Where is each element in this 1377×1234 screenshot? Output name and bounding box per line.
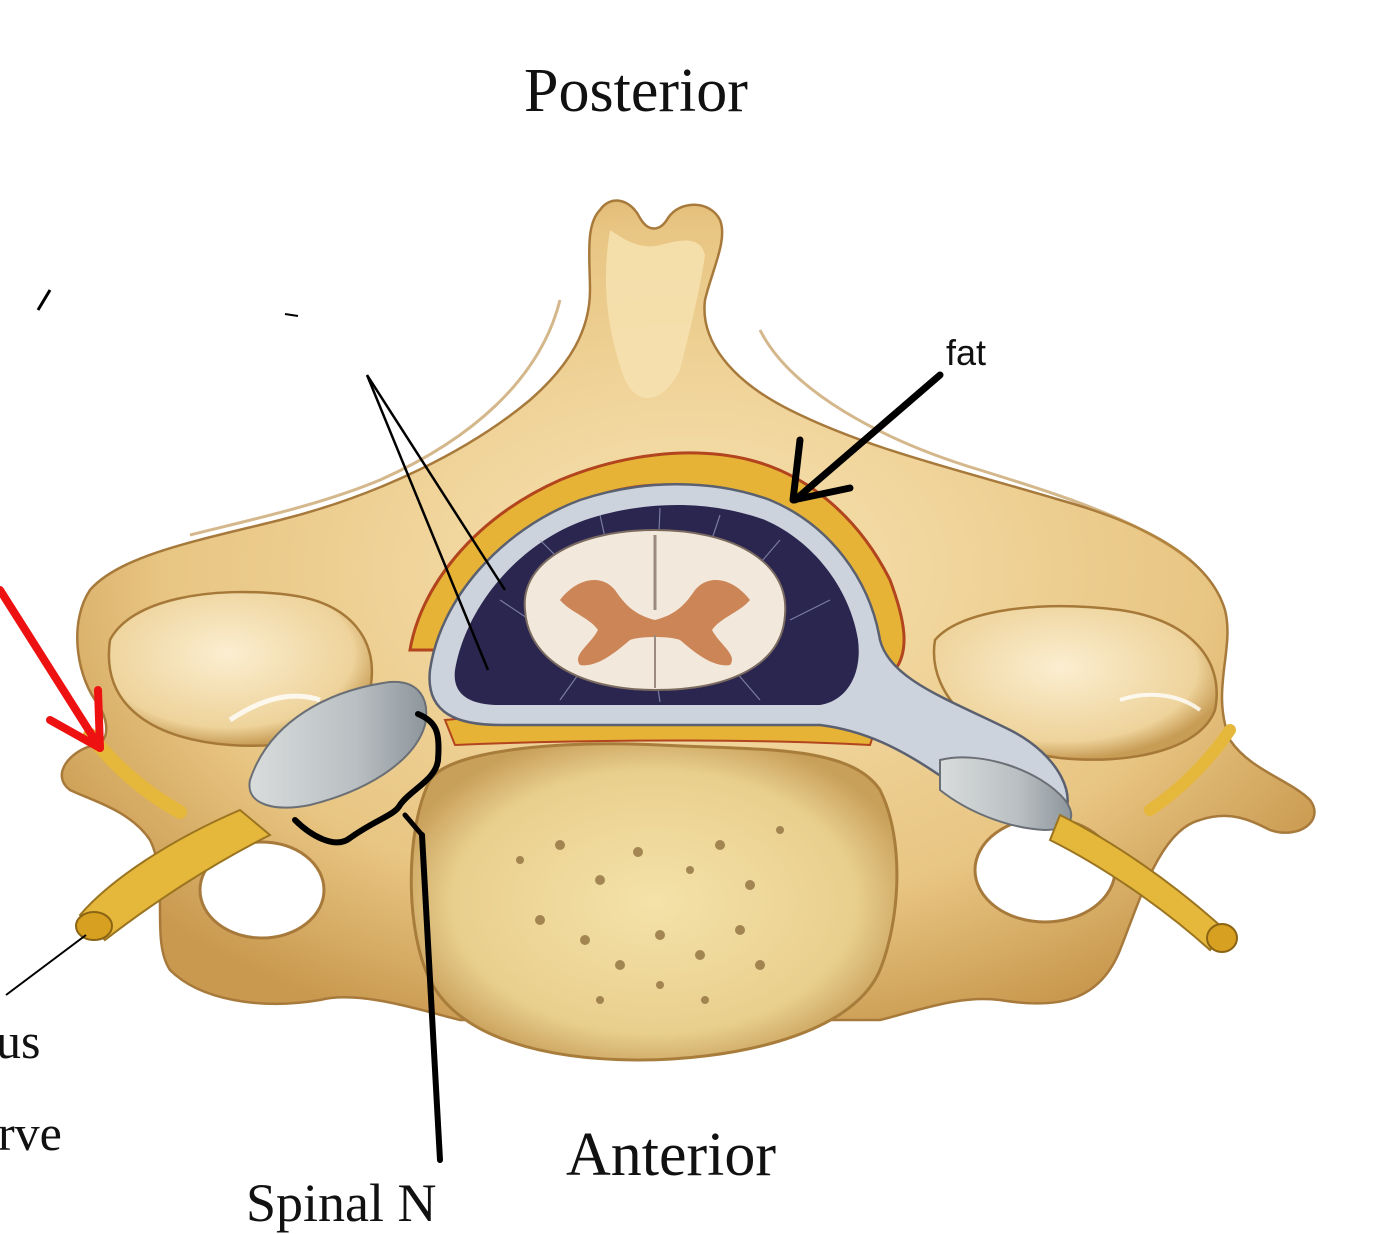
anatomy-illustration [0, 199, 1316, 1163]
annotation-lines [5, 289, 507, 996]
body-pores [516, 826, 784, 1004]
fat-label: fat [946, 332, 987, 373]
red-arrow-icon [0, 586, 104, 752]
nerve-root-left [75, 680, 428, 942]
nerve-root-right [939, 724, 1238, 953]
spinal-nerve-brace-icon [292, 711, 443, 1163]
fat-arrow-icon [789, 371, 944, 504]
posterior-label: Posterior [524, 57, 748, 125]
vertebral-body [409, 742, 899, 1062]
spinal-cord [523, 528, 787, 692]
partial-left-label-lower: rve [0, 1105, 62, 1161]
vertebra-diagram: Posterior Anterior fat us rve Spinal N [0, 57, 1316, 1233]
anterior-label: Anterior [566, 1121, 777, 1189]
partial-left-label-upper: us [0, 1013, 41, 1069]
spinal-nerve-label: Spinal N [246, 1173, 437, 1233]
